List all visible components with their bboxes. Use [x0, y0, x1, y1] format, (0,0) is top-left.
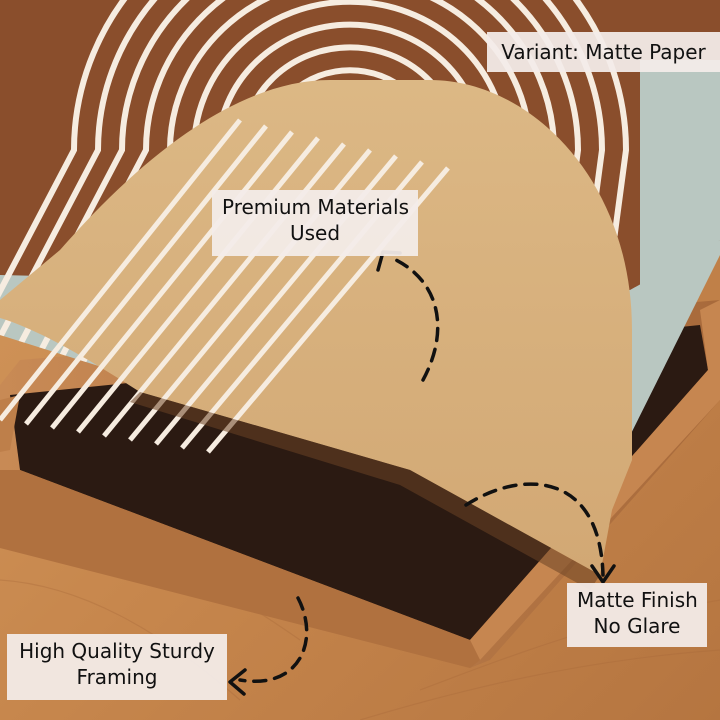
sheet-shadow	[130, 392, 600, 590]
arch-line	[0, 0, 510, 520]
framing-label: High Quality Sturdy Framing	[7, 634, 227, 700]
variant-label: Variant: Matte Paper	[487, 32, 720, 72]
frame-rim-left-face	[0, 395, 20, 452]
matte-line1: Matte Finish	[577, 588, 698, 612]
frame-rim	[470, 300, 720, 660]
premium-line2: Used	[289, 221, 341, 245]
matte-finish-label: Matte Finish No Glare	[567, 583, 707, 647]
sheet-line	[24, 124, 268, 426]
dashed-arrow-icon	[238, 256, 605, 684]
arch-line	[0, 0, 534, 520]
framing-line1: High Quality Sturdy	[19, 639, 215, 663]
sheet-line	[76, 136, 320, 434]
matte-line2: No Glare	[593, 614, 681, 638]
premium-line1: Premium Materials	[222, 195, 410, 219]
frame-rim-edge	[0, 470, 480, 668]
sheet-line	[0, 118, 242, 422]
sheet-line	[50, 130, 294, 430]
premium-materials-label: Premium Materials Used	[212, 190, 418, 256]
framing-line2: Framing	[76, 665, 158, 689]
variant-text: Variant: Matte Paper	[501, 40, 706, 64]
